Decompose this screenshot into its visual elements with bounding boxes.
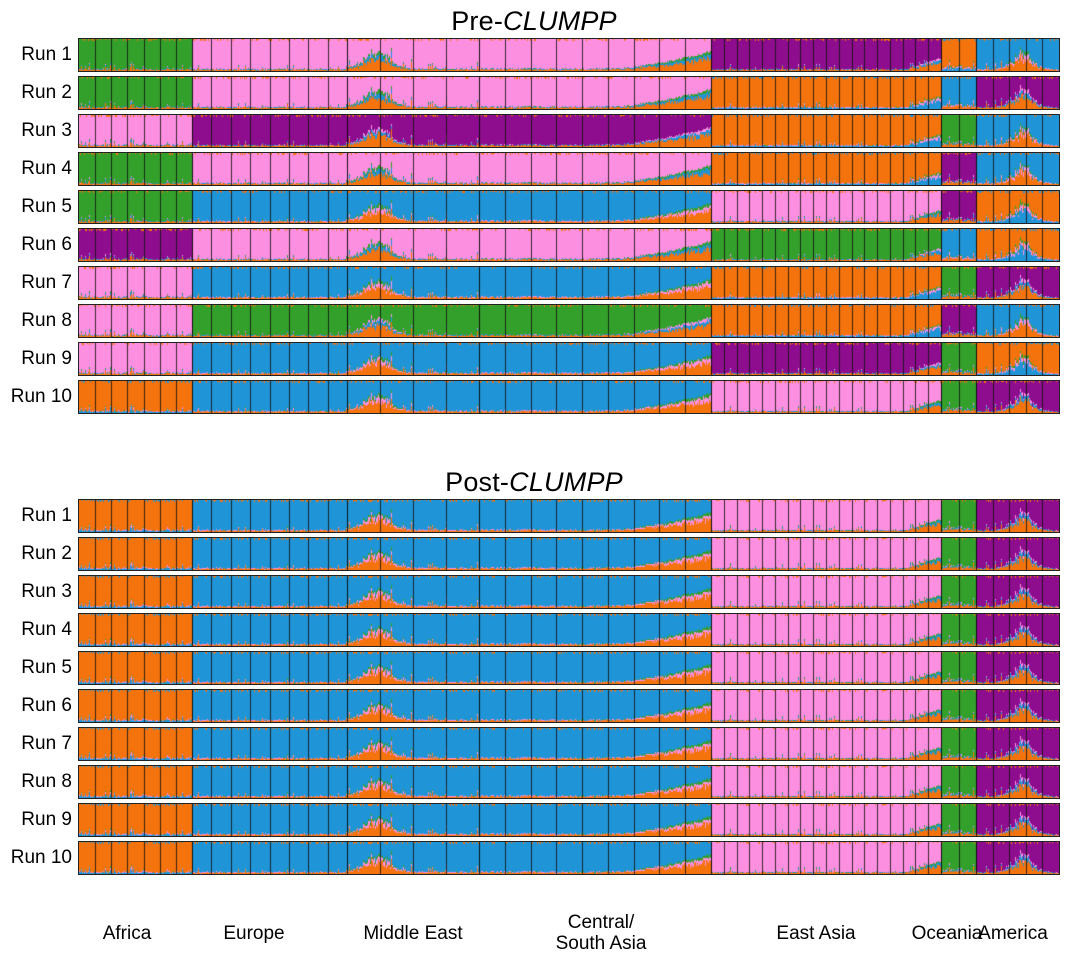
region-axis-labels: Africa Europe Middle East Central/ South As… — [0, 912, 1068, 972]
admixture-bar-strip[interactable] — [78, 613, 1060, 647]
admixture-bar-strip[interactable] — [78, 228, 1060, 262]
run-row: Run 1 — [0, 38, 1068, 72]
region-label-america: America — [978, 923, 1048, 944]
run-row: Run 7 — [0, 727, 1068, 761]
run-row: Run 9 — [0, 342, 1068, 376]
run-row: Run 5 — [0, 190, 1068, 224]
run-row-label: Run 5 — [21, 657, 72, 678]
admixture-bar-strip[interactable] — [78, 499, 1060, 533]
run-row-label: Run 1 — [21, 505, 72, 526]
run-row-label: Run 7 — [21, 272, 72, 293]
run-row-label: Run 9 — [21, 348, 72, 369]
admixture-canvas — [79, 690, 1059, 722]
run-row: Run 6 — [0, 689, 1068, 723]
admixture-canvas — [79, 842, 1059, 874]
run-row: Run 4 — [0, 152, 1068, 186]
run-row: Run 10 — [0, 841, 1068, 875]
admixture-bar-strip[interactable] — [78, 803, 1060, 837]
run-row-label: Run 5 — [21, 196, 72, 217]
admixture-bar-strip[interactable] — [78, 342, 1060, 376]
admixture-bar-strip[interactable] — [78, 76, 1060, 110]
run-row: Run 7 — [0, 266, 1068, 300]
region-label-east-asia: East Asia — [776, 923, 856, 944]
run-row: Run 10 — [0, 380, 1068, 414]
runs-pre-clumpp: Run 1 Run 2 Run 3 Run 4 Run 5 Run 6 Run 7 Run 8… — [0, 38, 1068, 414]
admixture-bar-strip[interactable] — [78, 304, 1060, 338]
region-label-oceania: Oceania — [911, 923, 983, 944]
run-row: Run 4 — [0, 613, 1068, 647]
run-row: Run 8 — [0, 765, 1068, 799]
panel-title-post-italic: CLUMPP — [509, 467, 623, 497]
run-row: Run 1 — [0, 499, 1068, 533]
run-row-label: Run 2 — [21, 543, 72, 564]
run-row-label: Run 8 — [21, 771, 72, 792]
admixture-canvas — [79, 804, 1059, 836]
run-row-label: Run 3 — [21, 581, 72, 602]
region-label-europe: Europe — [223, 923, 285, 944]
admixture-bar-strip[interactable] — [78, 689, 1060, 723]
admixture-canvas — [79, 153, 1059, 185]
region-label-africa: Africa — [102, 923, 152, 944]
admixture-canvas — [79, 267, 1059, 299]
run-row-label: Run 3 — [21, 120, 72, 141]
runs-post-clumpp: Run 1 Run 2 Run 3 Run 4 Run 5 Run 6 Run 7 Run 8… — [0, 499, 1068, 875]
panel-title-pre-prefix: Pre- — [451, 6, 504, 36]
run-row: Run 2 — [0, 537, 1068, 571]
run-row-label: Run 8 — [21, 310, 72, 331]
admixture-canvas — [79, 576, 1059, 608]
admixture-bar-strip[interactable] — [78, 575, 1060, 609]
admixture-bar-strip[interactable] — [78, 765, 1060, 799]
admixture-bar-strip[interactable] — [78, 114, 1060, 148]
admixture-bar-strip[interactable] — [78, 190, 1060, 224]
run-row: Run 2 — [0, 76, 1068, 110]
admixture-bar-strip[interactable] — [78, 841, 1060, 875]
admixture-canvas — [79, 538, 1059, 570]
admixture-bar-strip[interactable] — [78, 727, 1060, 761]
run-row-label: Run 4 — [21, 158, 72, 179]
admixture-canvas — [79, 305, 1059, 337]
panel-title-pre-clumpp: Pre-CLUMPP — [0, 4, 1068, 38]
run-row-label: Run 10 — [10, 847, 72, 868]
admixture-canvas — [79, 115, 1059, 147]
run-row: Run 8 — [0, 304, 1068, 338]
admixture-canvas — [79, 728, 1059, 760]
admixture-canvas — [79, 39, 1059, 71]
run-row-label: Run 6 — [21, 234, 72, 255]
admixture-bar-strip[interactable] — [78, 537, 1060, 571]
run-row-label: Run 7 — [21, 733, 72, 754]
region-label-middle-east: Middle East — [363, 923, 463, 944]
admixture-canvas — [79, 343, 1059, 375]
admixture-canvas — [79, 381, 1059, 413]
admixture-bar-strip[interactable] — [78, 380, 1060, 414]
admixture-bar-strip[interactable] — [78, 152, 1060, 186]
admixture-canvas — [79, 652, 1059, 684]
run-row: Run 9 — [0, 803, 1068, 837]
admixture-canvas — [79, 614, 1059, 646]
run-row-label: Run 2 — [21, 82, 72, 103]
run-row: Run 3 — [0, 114, 1068, 148]
admixture-canvas — [79, 500, 1059, 532]
admixture-canvas — [79, 191, 1059, 223]
admixture-canvas — [79, 77, 1059, 109]
run-row: Run 3 — [0, 575, 1068, 609]
admixture-canvas — [79, 766, 1059, 798]
admixture-bar-strip[interactable] — [78, 266, 1060, 300]
run-row-label: Run 10 — [10, 386, 72, 407]
panel-title-post-prefix: Post- — [445, 467, 510, 497]
admixture-canvas — [79, 229, 1059, 261]
run-row: Run 5 — [0, 651, 1068, 685]
admixture-bar-strip[interactable] — [78, 38, 1060, 72]
run-row-label: Run 9 — [21, 809, 72, 830]
run-row: Run 6 — [0, 228, 1068, 262]
run-row-label: Run 6 — [21, 695, 72, 716]
run-row-label: Run 4 — [21, 619, 72, 640]
panel-title-pre-italic: CLUMPP — [503, 6, 617, 36]
run-row-label: Run 1 — [21, 44, 72, 65]
region-label-central-south-asia: Central/ South Asia — [555, 912, 647, 954]
panel-title-post-clumpp: Post-CLUMPP — [0, 465, 1068, 499]
admixture-bar-strip[interactable] — [78, 651, 1060, 685]
